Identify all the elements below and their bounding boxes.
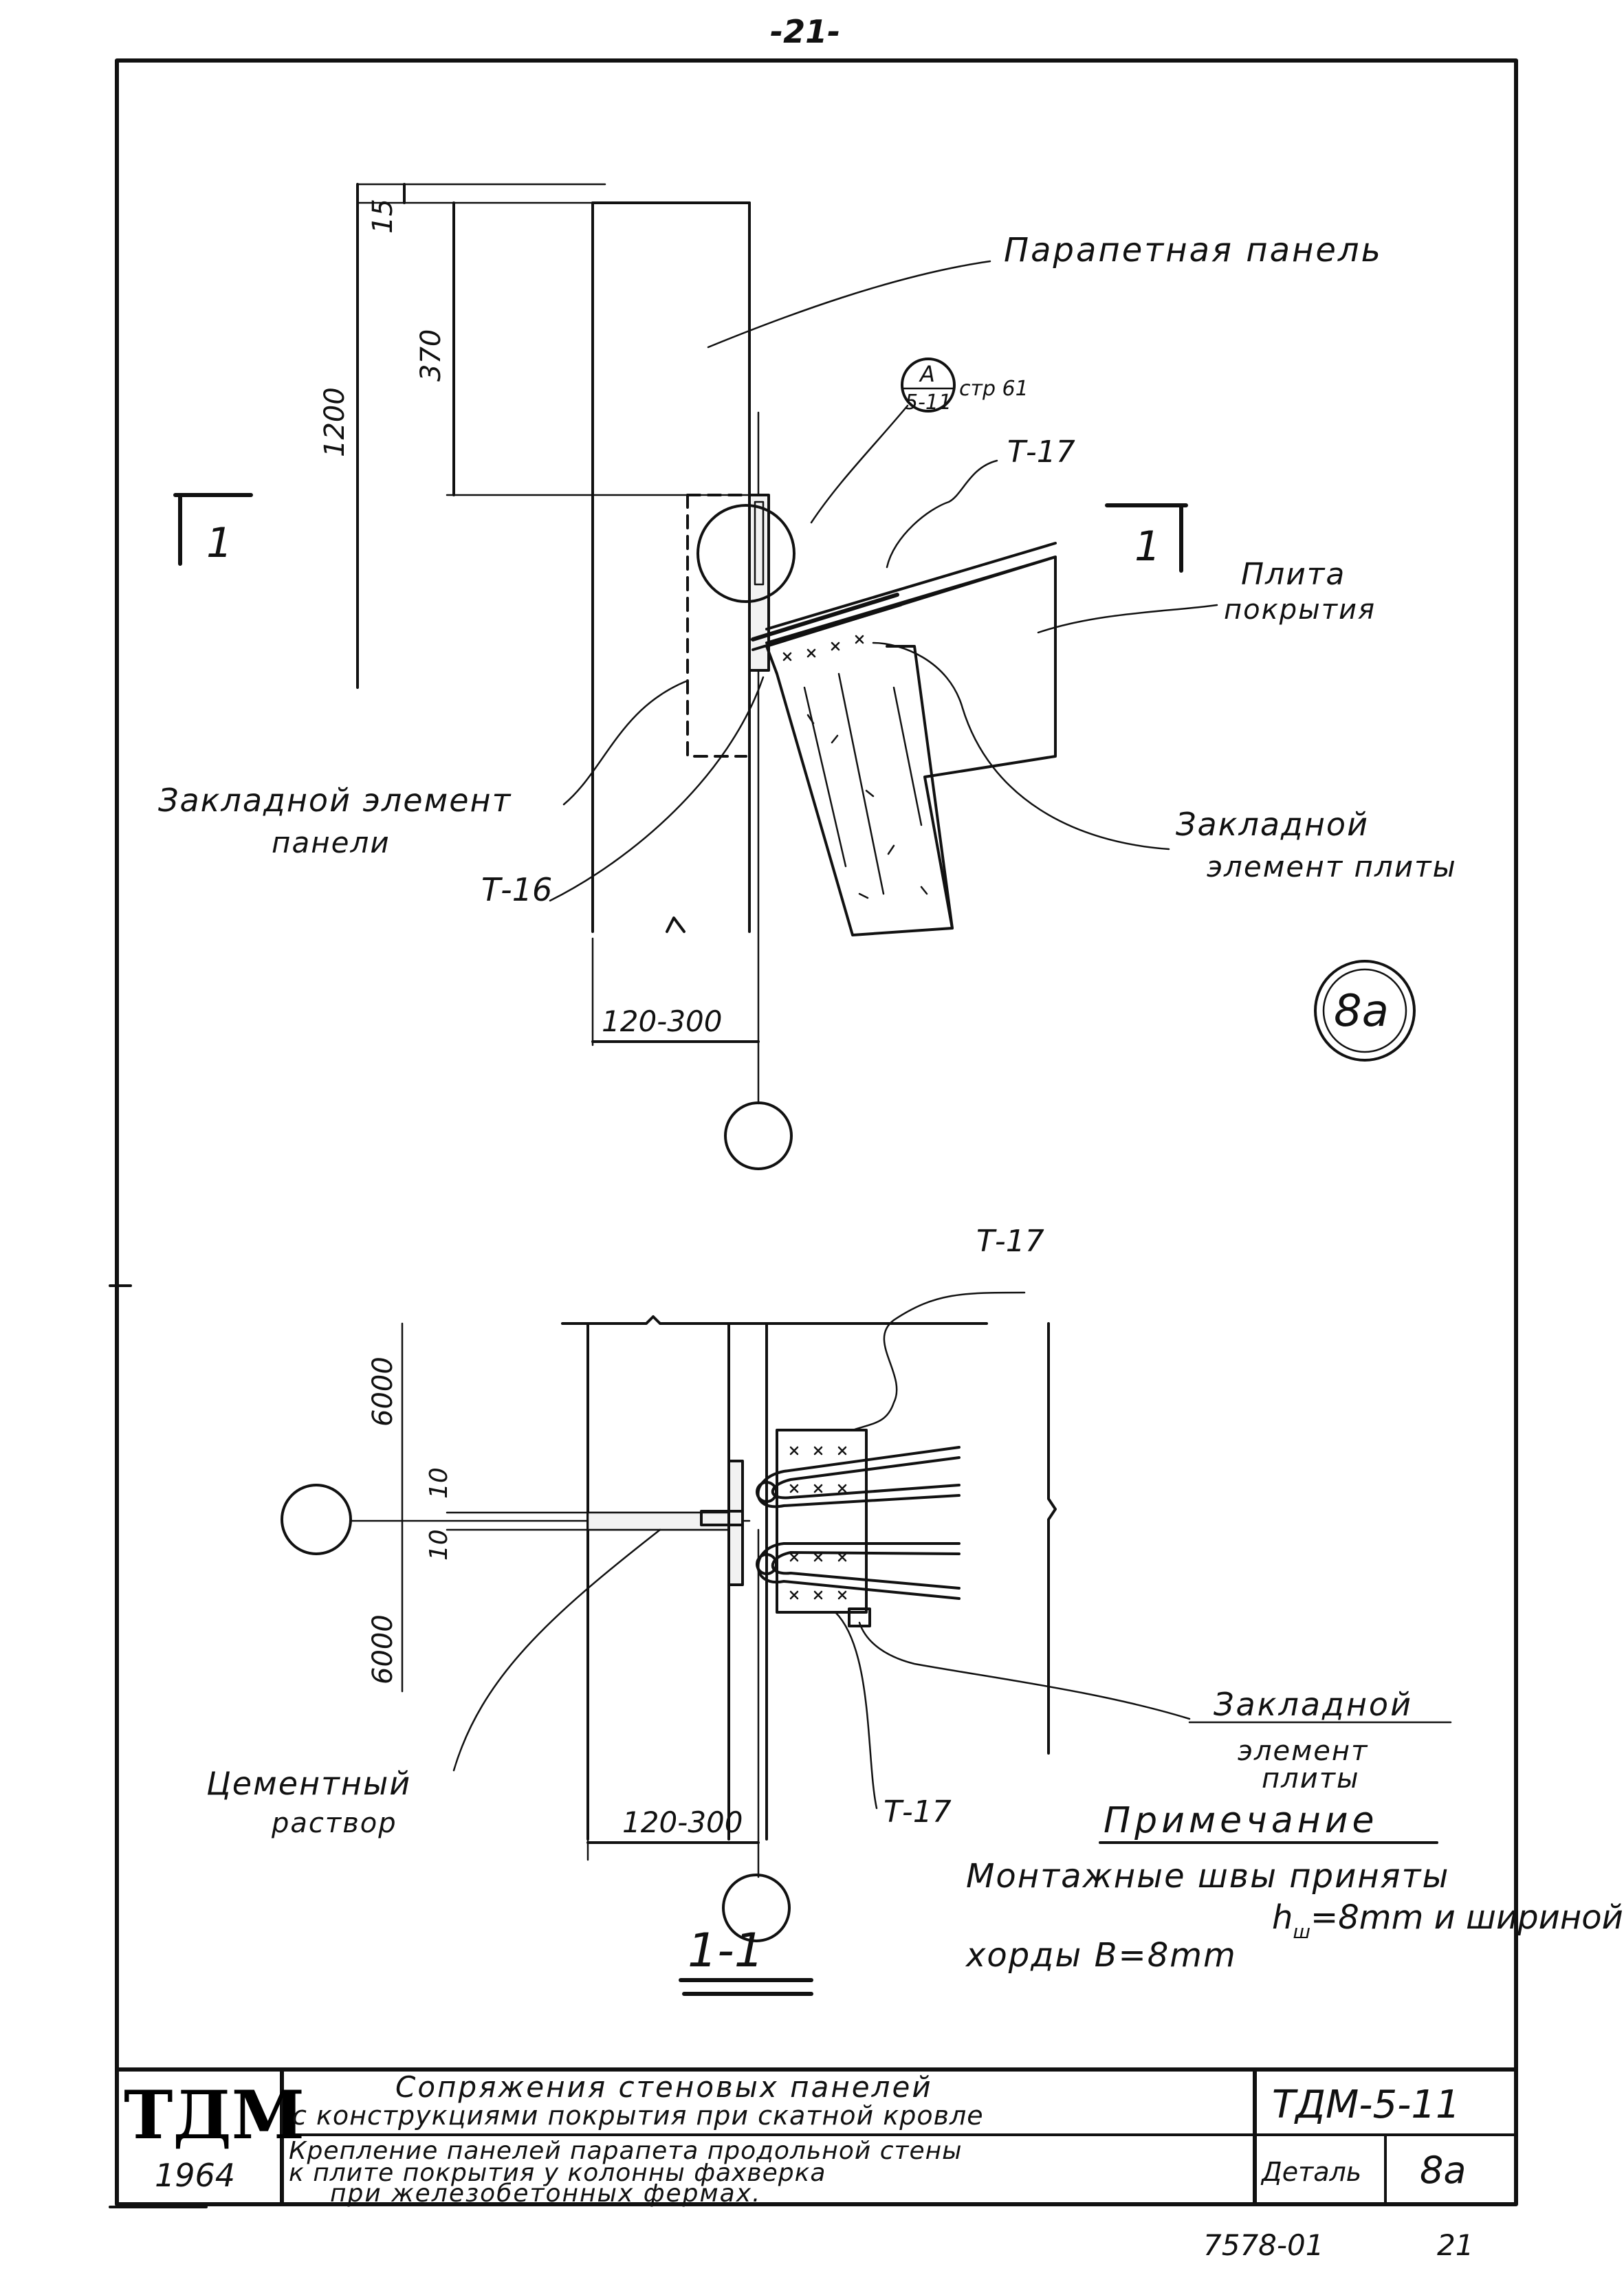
note-block: Примечание Монтажные швы приняты hш=8mm …	[965, 1800, 1623, 1975]
dim-6000-top: 6000	[367, 1357, 399, 1427]
logo: ТДМ	[124, 2076, 305, 2154]
page-number: -21-	[770, 13, 840, 50]
desc-line3: при железобетонных фермах.	[330, 2179, 761, 2208]
code: ТДМ-5-11	[1272, 2083, 1460, 2127]
dim-10-a: 10	[425, 1467, 453, 1499]
note-line3: хорды B=8mm	[965, 1936, 1237, 1975]
detail-mark-text: 8а	[1334, 986, 1389, 1037]
dim-120-300-bottom: 120-300	[622, 1805, 743, 1839]
dim-6000-bottom: 6000	[367, 1614, 399, 1684]
callout-bottom: 5-11	[905, 391, 952, 415]
section-title: 1-1	[688, 1924, 764, 1978]
dim-1200: 1200	[319, 387, 351, 457]
note-line2-rest: =8mm и шириной	[1310, 1898, 1623, 1937]
label-embed-bottom-1: Закладной	[1214, 1686, 1413, 1723]
svg-text:hш=8mm и шириной: hш=8mm и шириной	[1272, 1898, 1623, 1943]
section-mark-right: 1	[1134, 523, 1161, 571]
label-cement-1: Цементный	[206, 1765, 411, 1802]
top-section: 15 370 1200 120-300 1 1 A 5-11 стр 61 Па…	[158, 183, 1457, 1170]
footer-page: 21	[1437, 2228, 1473, 2262]
dim-15: 15	[367, 199, 399, 234]
title-line2: с конструкциями покрытия при скатной кро…	[292, 2100, 984, 2131]
label-embed-panel-1: Закладной элемент	[158, 782, 512, 819]
title-block: ТДМ 1964 Сопряжения стеновых панелей с к…	[115, 2067, 1518, 2208]
label-t17-top: Т-17	[1007, 435, 1075, 470]
label-t17-bottom: Т-17	[884, 1794, 952, 1830]
note-h: h	[1272, 1898, 1293, 1937]
column-axis-left	[281, 1484, 352, 1555]
callout-top: A	[919, 361, 935, 387]
label-parapet-panel: Парапетная панель	[1004, 231, 1383, 270]
label-embed-slab-1: Закладной	[1176, 806, 1369, 843]
label-embed-bottom-2: элемент	[1238, 1735, 1368, 1767]
label-embed-slab-2: элемент плиты	[1207, 850, 1457, 883]
column-axis-marker	[724, 1101, 793, 1170]
title-line1: Сопряжения стеновых панелей	[395, 2070, 933, 2104]
label-embed-bottom-3: плиты	[1262, 1763, 1360, 1794]
label-embed-panel-2: панели	[272, 826, 391, 859]
desc-line2: к плите покрытия у колонны фахверка	[289, 2159, 826, 2187]
column-axis-bottom	[722, 1874, 791, 1942]
section-mark-left: 1	[206, 519, 232, 567]
dim-10-b: 10	[425, 1529, 453, 1561]
dim-370: 370	[415, 329, 447, 382]
desc-line1: Крепление панелей парапета продольной ст…	[289, 2137, 963, 2165]
dim-120-300-top: 120-300	[602, 1004, 723, 1038]
year: 1964	[155, 2157, 235, 2194]
sheet-code: 7578-01	[1203, 2228, 1324, 2262]
note-h-sub: ш	[1293, 1920, 1310, 1943]
detail-mark	[1314, 960, 1416, 1062]
label-cement-2: раствор	[271, 1808, 397, 1839]
bottom-section: 6000 10 10 6000 120-300 Т-17 Т-17 Цемент…	[206, 1224, 1452, 1996]
label-t16: Т-16	[481, 871, 552, 908]
label-slab-2: покрытия	[1224, 594, 1376, 626]
detail-label: Деталь	[1260, 2157, 1361, 2187]
detail-callout	[901, 358, 956, 413]
note-title: Примечание	[1104, 1800, 1379, 1841]
label-t17-bottom-top: Т-17	[976, 1224, 1044, 1259]
label-slab-1: Плита	[1241, 557, 1346, 592]
callout-ref: стр 61	[959, 377, 1029, 401]
sheet-frame	[115, 58, 1518, 2206]
detail-value: 8а	[1420, 2149, 1466, 2192]
note-line1: Монтажные швы приняты	[966, 1857, 1449, 1896]
